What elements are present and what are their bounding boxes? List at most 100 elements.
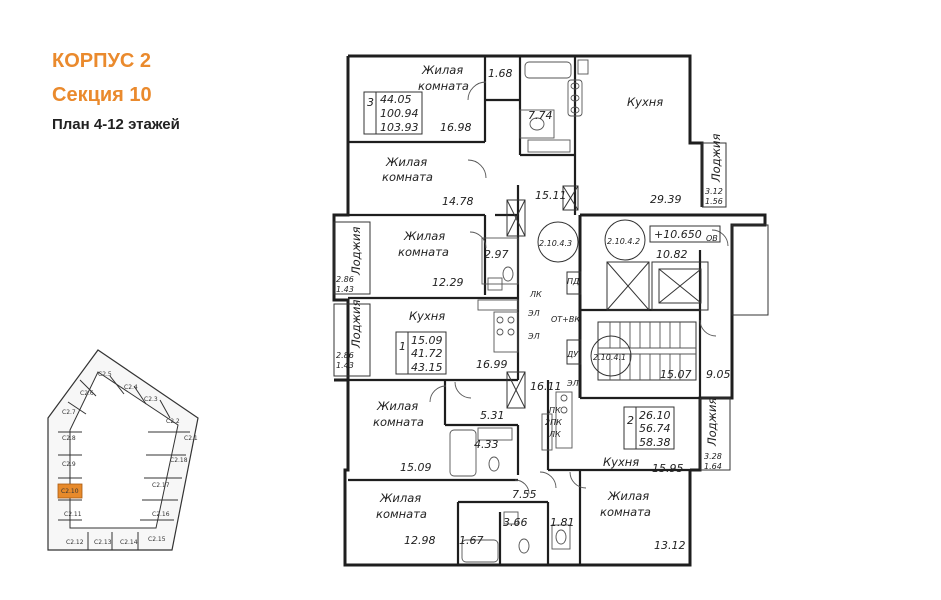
highlighted-section <box>57 483 83 499</box>
section-markers <box>537 219 646 377</box>
room-label: Жилая <box>403 229 445 243</box>
svg-text:С2.10: С2.10 <box>61 488 79 495</box>
svg-text:2.10.4.1: 2.10.4.1 <box>593 353 626 362</box>
annotations: 2.10.4.3 2.10.4.2 2.10.4.1 +10.650 ОВ ПД… <box>527 225 721 439</box>
svg-text:15.09: 15.09 <box>400 461 432 474</box>
svg-text:16.98: 16.98 <box>440 121 472 134</box>
svg-text:2ПК: 2ПК <box>545 418 562 427</box>
svg-text:3: 3 <box>367 96 374 109</box>
svg-text:С2.14: С2.14 <box>120 539 138 546</box>
svg-text:1.56: 1.56 <box>705 197 723 206</box>
svg-text:2.10.4.2: 2.10.4.2 <box>607 237 640 246</box>
svg-text:16.11: 16.11 <box>530 380 562 393</box>
svg-text:26.10: 26.10 <box>639 409 671 422</box>
svg-text:С2.13: С2.13 <box>94 539 112 546</box>
svg-text:2.86: 2.86 <box>336 351 354 360</box>
key-plan: С2.5 С2.6 С2.4 С2.3 С2.2 С2.1 С2.7 С2.8 … <box>47 349 199 551</box>
svg-text:1.67: 1.67 <box>459 534 484 547</box>
room-label: Жилая <box>607 489 649 503</box>
svg-text:3.12: 3.12 <box>705 187 723 196</box>
loggia-label: Лоджия <box>709 134 723 183</box>
room-label: Жилая <box>385 155 427 169</box>
stair-core <box>506 185 709 409</box>
room-label: комната <box>376 507 427 521</box>
kitchen-label: Кухня <box>409 309 445 323</box>
svg-text:С2.16: С2.16 <box>152 511 170 518</box>
svg-text:56.74: 56.74 <box>639 422 671 435</box>
svg-text:С2.8: С2.8 <box>62 435 76 442</box>
svg-text:15.09: 15.09 <box>411 334 443 347</box>
plan-title: План 4-12 этажей <box>52 116 180 133</box>
svg-text:С2.4: С2.4 <box>124 384 138 391</box>
svg-text:2.10.4.3: 2.10.4.3 <box>539 239 572 248</box>
svg-text:44.05: 44.05 <box>380 93 412 106</box>
svg-text:С2.5: С2.5 <box>98 371 112 378</box>
loggia-labels: Лоджия 3.12 1.56 Лоджия 2.86 1.43 Лоджия… <box>336 134 723 471</box>
svg-text:С2.11: С2.11 <box>64 511 82 518</box>
loggia-label: Лоджия <box>705 398 719 447</box>
svg-text:13.12: 13.12 <box>654 539 686 552</box>
svg-text:12.98: 12.98 <box>404 534 436 547</box>
svg-text:ЛК: ЛК <box>548 430 561 439</box>
room-label: Жилая <box>421 63 463 77</box>
svg-text:ОТ+ВК: ОТ+ВК <box>551 315 580 324</box>
room-label: комната <box>418 79 469 93</box>
svg-text:14.78: 14.78 <box>442 195 474 208</box>
svg-text:С2.9: С2.9 <box>62 461 76 468</box>
svg-text:ПД: ПД <box>567 277 579 286</box>
room-label: комната <box>398 245 449 259</box>
svg-text:С2.7: С2.7 <box>62 409 76 416</box>
svg-text:ЭЛ: ЭЛ <box>527 309 540 318</box>
svg-text:103.93: 103.93 <box>380 121 419 134</box>
svg-text:2.97: 2.97 <box>484 248 509 261</box>
svg-text:С2.15: С2.15 <box>148 536 166 543</box>
room-label: комната <box>600 505 651 519</box>
svg-text:3.28: 3.28 <box>704 452 722 461</box>
svg-text:С2.18: С2.18 <box>170 457 188 464</box>
apartment-info-3: 3 44.05 100.94 103.93 <box>363 91 423 135</box>
svg-text:7.74: 7.74 <box>528 109 553 122</box>
fixtures <box>449 59 589 563</box>
svg-text:1: 1 <box>399 340 406 353</box>
svg-text:С2.3: С2.3 <box>144 396 158 403</box>
door-swings <box>429 81 729 495</box>
apartment-info-2: 2 26.10 56.74 58.38 <box>623 406 675 450</box>
svg-text:+10.650: +10.650 <box>654 228 702 241</box>
svg-text:7.55: 7.55 <box>512 488 537 501</box>
svg-text:10.82: 10.82 <box>656 248 688 261</box>
svg-text:ЭЛ: ЭЛ <box>566 379 579 388</box>
svg-text:1.68: 1.68 <box>488 67 513 80</box>
apartment-info-1: 1 15.09 41.72 43.15 <box>395 331 447 375</box>
svg-text:2.86: 2.86 <box>336 275 354 284</box>
svg-text:41.72: 41.72 <box>411 347 443 360</box>
svg-text:15.07: 15.07 <box>660 368 692 381</box>
room-labels: Жилая комната Жилая комната Жилая комнат… <box>373 63 663 521</box>
svg-text:ЭЛ: ЭЛ <box>527 332 540 341</box>
room-label: комната <box>382 170 433 184</box>
loggia-label: Лоджия <box>349 300 363 349</box>
svg-text:12.29: 12.29 <box>432 276 464 289</box>
svg-text:ПК: ПК <box>549 406 561 415</box>
svg-text:4.33: 4.33 <box>474 438 499 451</box>
building-title: КОРПУС 2 <box>52 50 152 72</box>
kitchen-label: Кухня <box>603 455 639 469</box>
svg-text:С2.12: С2.12 <box>66 539 84 546</box>
kitchen-label: Кухня <box>627 95 663 109</box>
svg-text:1.43: 1.43 <box>336 285 354 294</box>
room-label: Жилая <box>379 491 421 505</box>
svg-text:9.05: 9.05 <box>706 368 731 381</box>
svg-text:1.64: 1.64 <box>704 462 722 471</box>
svg-text:С2.17: С2.17 <box>152 482 170 489</box>
svg-text:1.43: 1.43 <box>336 361 354 370</box>
room-areas: 1.68 16.98 7.74 29.39 14.78 15.11 12.29 … <box>400 67 731 552</box>
svg-text:15.11: 15.11 <box>535 189 567 202</box>
svg-text:5.31: 5.31 <box>480 409 505 422</box>
room-label: комната <box>373 415 424 429</box>
svg-text:100.94: 100.94 <box>380 107 419 120</box>
section-title: Секция 10 <box>52 84 152 106</box>
svg-text:1.81: 1.81 <box>550 516 575 529</box>
svg-text:58.38: 58.38 <box>639 436 671 449</box>
svg-text:43.15: 43.15 <box>411 361 443 374</box>
room-label: Жилая <box>376 399 418 413</box>
